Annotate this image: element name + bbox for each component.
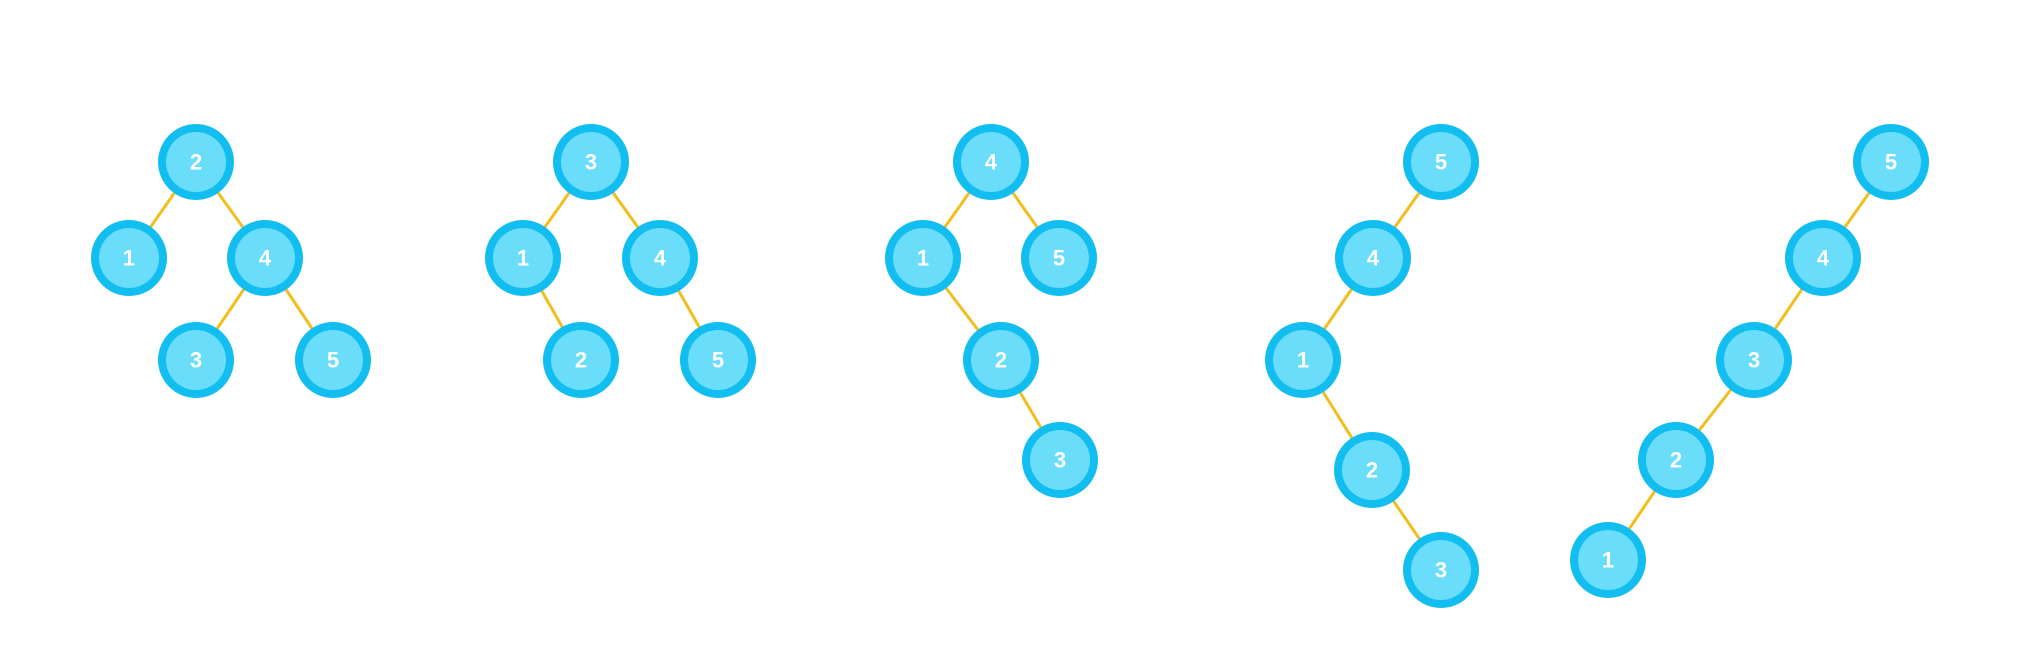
node-fill (630, 228, 690, 288)
node-label: 4 (654, 246, 667, 271)
tree-1: 2 1 4 3 5 (91, 124, 371, 398)
node-label: 1 (1602, 548, 1614, 573)
tree-node-3: 3 (553, 124, 629, 200)
tree-node-5: 5 (1021, 220, 1097, 296)
node-fill (551, 330, 611, 390)
node-label: 2 (190, 150, 202, 175)
node-fill (561, 132, 621, 192)
tree-node-5: 5 (680, 322, 756, 398)
node-fill (1029, 228, 1089, 288)
tree-3-edges (921, 160, 1062, 462)
node-fill (1724, 330, 1784, 390)
node-label: 2 (1670, 448, 1682, 473)
tree-node-1: 1 (885, 220, 961, 296)
tree-3: 4 1 5 2 3 (885, 124, 1098, 498)
node-fill (971, 330, 1031, 390)
tree-node-2: 2 (963, 322, 1039, 398)
tree-node-2: 2 (158, 124, 234, 200)
node-label: 3 (1748, 348, 1760, 373)
tree-node-4: 4 (1785, 220, 1861, 296)
tree-node-3: 3 (1022, 422, 1098, 498)
tree-node-4: 4 (227, 220, 303, 296)
tree-node-3: 3 (158, 322, 234, 398)
node-fill (1411, 540, 1471, 600)
node-fill (1411, 132, 1471, 192)
node-fill (166, 330, 226, 390)
tree-node-1: 1 (1570, 522, 1646, 598)
tree-node-4: 4 (1335, 220, 1411, 296)
tree-node-5: 5 (1403, 124, 1479, 200)
node-label: 1 (917, 246, 929, 271)
tree-node-5: 5 (1853, 124, 1929, 200)
node-label: 4 (1367, 246, 1380, 271)
node-fill (1578, 530, 1638, 590)
node-fill (235, 228, 295, 288)
node-label: 3 (1054, 448, 1066, 473)
node-fill (303, 330, 363, 390)
node-fill (1273, 330, 1333, 390)
tree-node-2: 2 (1334, 432, 1410, 508)
node-label: 5 (327, 348, 339, 373)
node-label: 2 (1366, 458, 1378, 483)
node-fill (1343, 228, 1403, 288)
tree-4: 5 4 1 2 3 (1265, 124, 1479, 608)
node-label: 3 (1435, 558, 1447, 583)
node-label: 5 (1435, 150, 1447, 175)
node-label: 4 (985, 150, 998, 175)
node-fill (493, 228, 553, 288)
tree-node-2: 2 (543, 322, 619, 398)
node-label: 3 (585, 150, 597, 175)
tree-node-5: 5 (295, 322, 371, 398)
tree-node-1: 1 (1265, 322, 1341, 398)
node-label: 5 (712, 348, 724, 373)
node-label: 4 (1817, 246, 1830, 271)
tree-node-3: 3 (1403, 532, 1479, 608)
node-label: 4 (259, 246, 272, 271)
node-fill (961, 132, 1021, 192)
tree-node-1: 1 (485, 220, 561, 296)
node-label: 2 (575, 348, 587, 373)
tree-node-1: 1 (91, 220, 167, 296)
tree-2: 3 1 4 2 5 (485, 124, 756, 398)
tree-node-3: 3 (1716, 322, 1792, 398)
nodes-layer: 2 1 4 3 5 3 1 4 2 5 4 1 5 2 3 5 4 1 2 3 5 4 3 2 1 (91, 124, 1929, 608)
node-fill (1861, 132, 1921, 192)
node-fill (1030, 430, 1090, 490)
node-label: 1 (1297, 348, 1309, 373)
node-label: 5 (1053, 246, 1065, 271)
node-fill (166, 132, 226, 192)
node-label: 1 (517, 246, 529, 271)
node-fill (1793, 228, 1853, 288)
node-fill (1646, 430, 1706, 490)
node-label: 3 (190, 348, 202, 373)
node-fill (99, 228, 159, 288)
node-label: 5 (1885, 150, 1897, 175)
tree-node-4: 4 (622, 220, 698, 296)
node-label: 1 (123, 246, 135, 271)
node-fill (688, 330, 748, 390)
tree-node-2: 2 (1638, 422, 1714, 498)
node-label: 2 (995, 348, 1007, 373)
node-fill (1342, 440, 1402, 500)
tree-node-4: 4 (953, 124, 1029, 200)
tree-5: 5 4 3 2 1 (1570, 124, 1929, 598)
node-fill (893, 228, 953, 288)
